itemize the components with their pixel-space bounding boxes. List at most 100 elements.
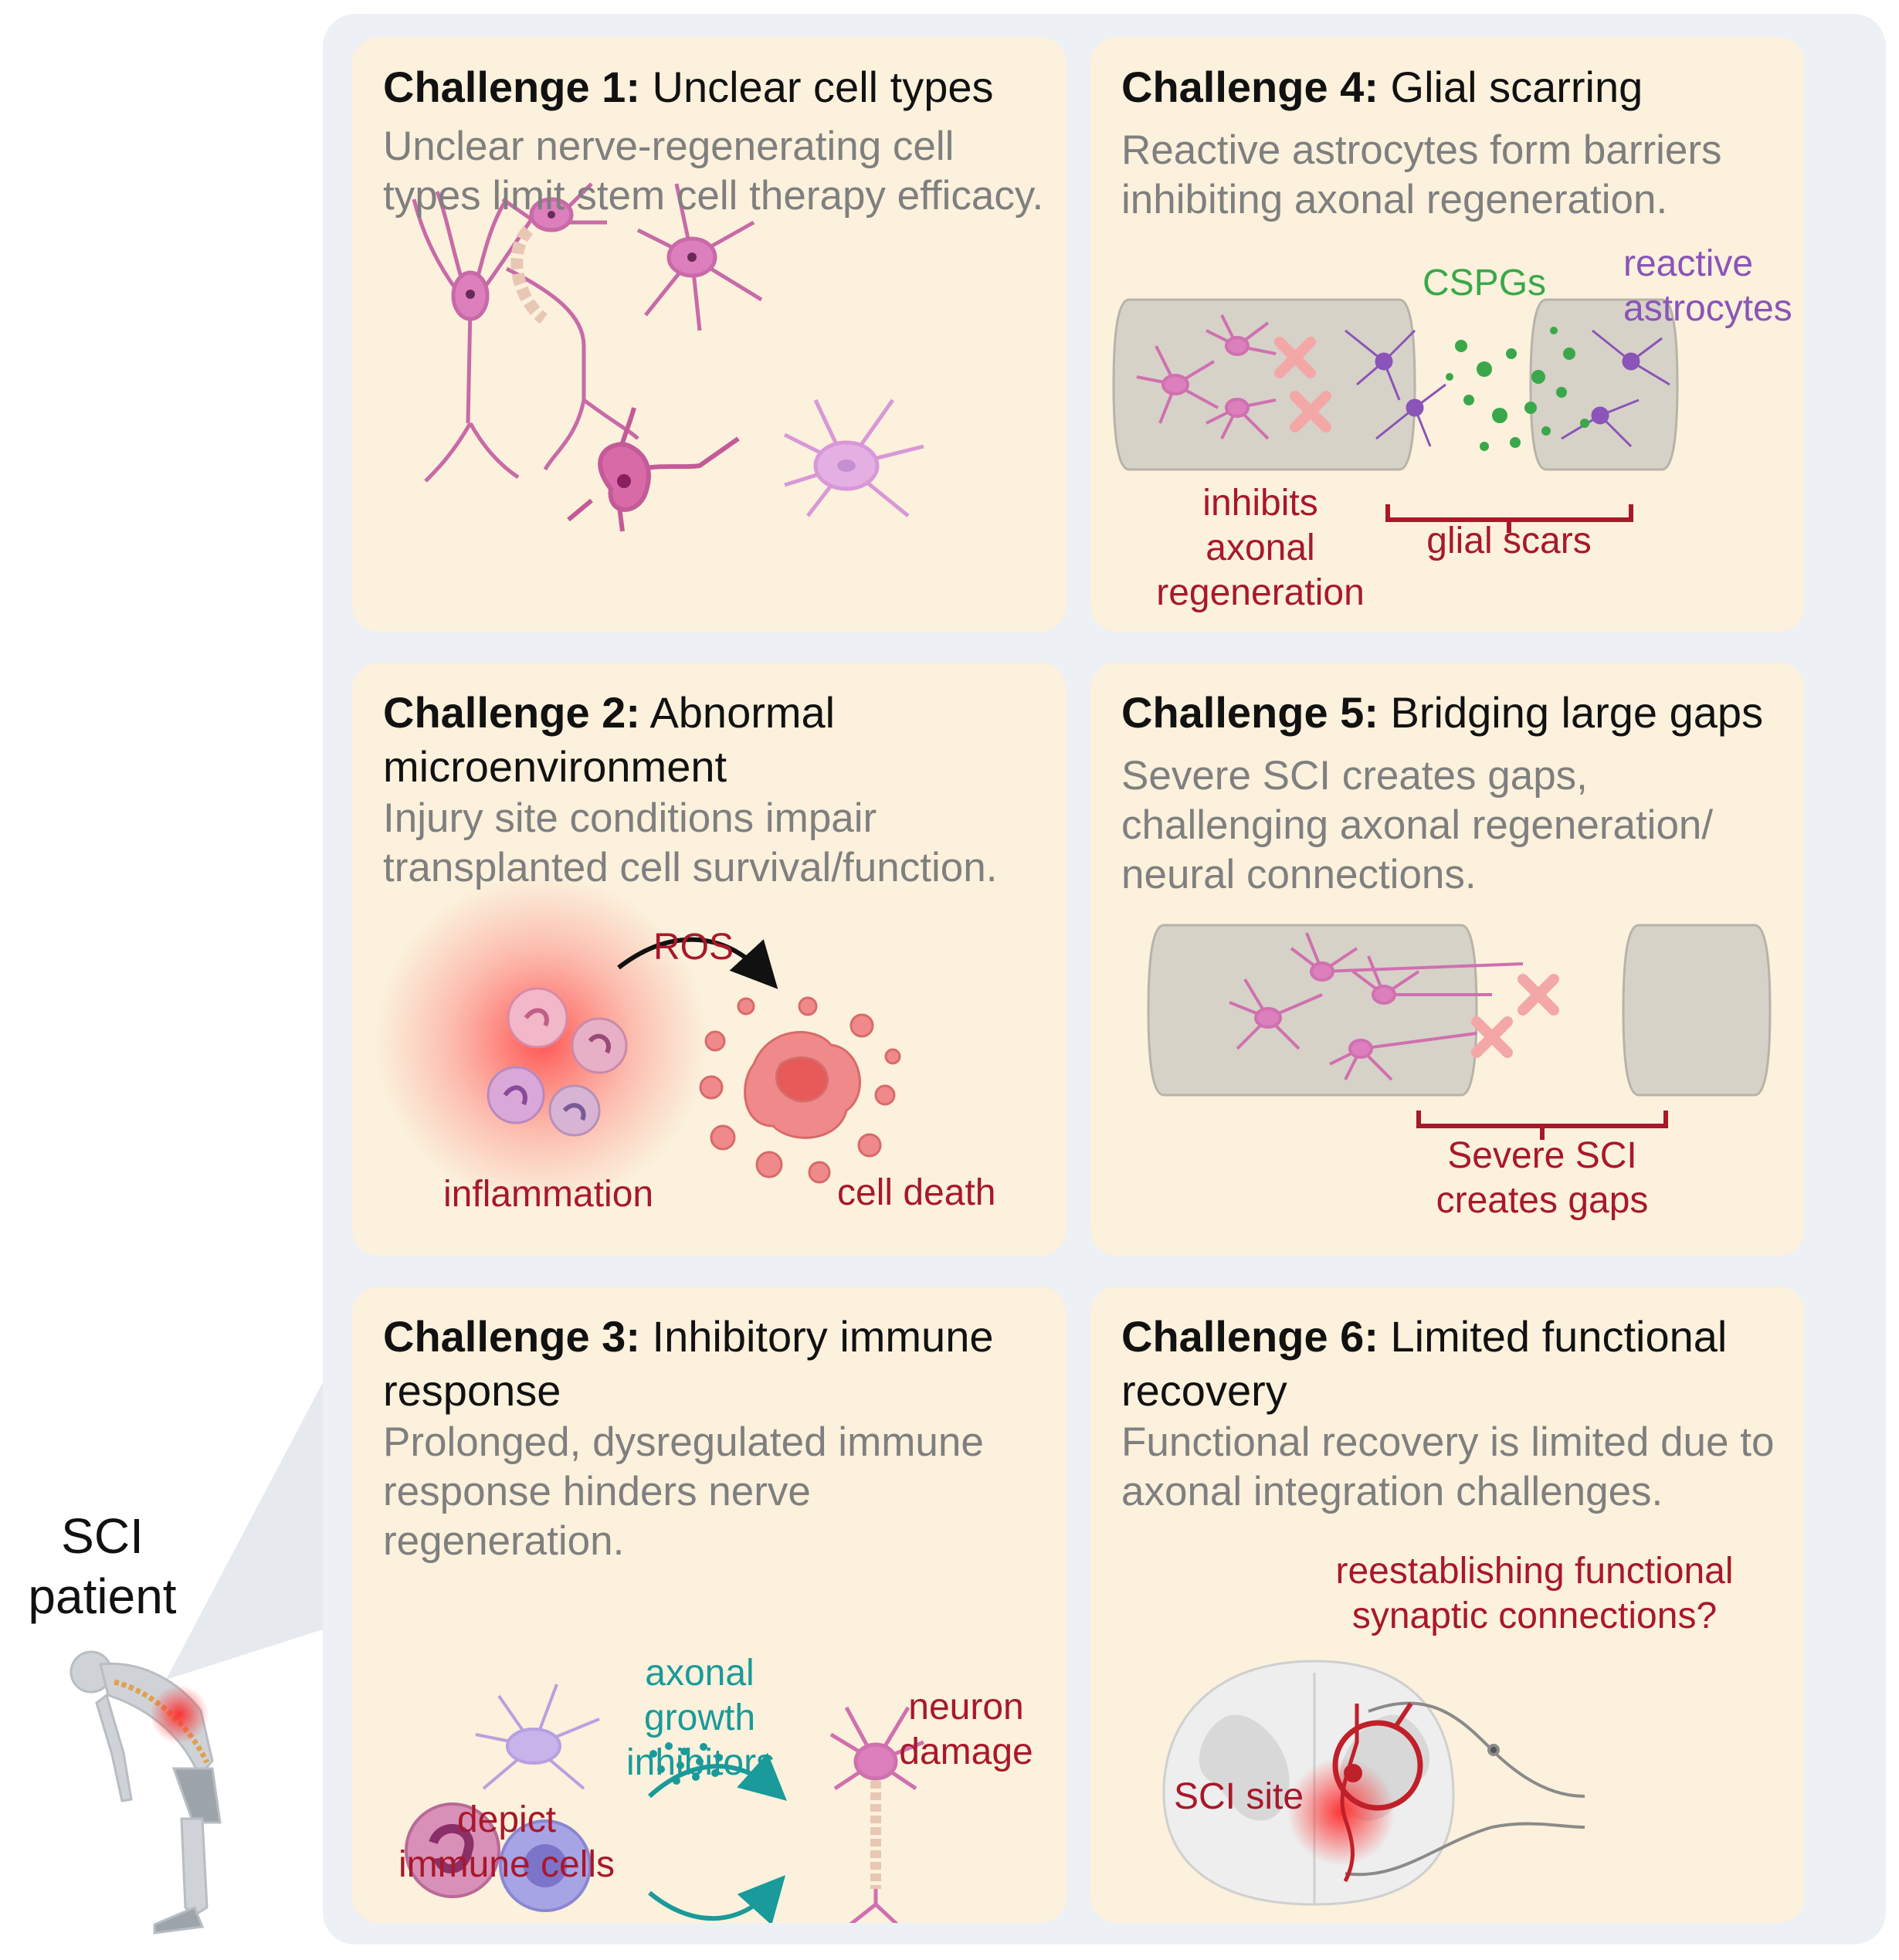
challenge-description: Functional recovery is limited due to ax… xyxy=(1121,1419,1775,1514)
synapse-point xyxy=(1344,1764,1362,1782)
immune-cells-label: depict immune cells xyxy=(383,1798,630,1887)
patient-label-line1: SCI xyxy=(61,1508,144,1564)
label-line: astrocytes xyxy=(1623,288,1792,329)
challenge-prefix: Challenge 2: xyxy=(383,688,640,737)
challenge-prefix: Challenge 1: xyxy=(383,63,640,111)
label-line: immune cells xyxy=(398,1844,615,1885)
label-line: creates gaps xyxy=(1436,1180,1649,1221)
challenge-description: Severe SCI creates gaps, challenging axo… xyxy=(1121,753,1714,897)
large-gap-illustration xyxy=(1147,924,1772,1140)
challenge-description: Unclear nerve-regenerating cell types li… xyxy=(383,124,1044,219)
label-line: axonal xyxy=(1206,527,1315,568)
patient-label-line2: patient xyxy=(28,1568,177,1624)
callout-line xyxy=(1393,1702,1413,1728)
sci-site-label: SCI site xyxy=(1174,1776,1304,1817)
inhibits-regeneration-label: inhibits axonal regeneration xyxy=(1137,481,1384,615)
injury-glow xyxy=(150,1685,209,1744)
challenge-description: Reactive astrocytes form barriers inhibi… xyxy=(1121,127,1722,222)
ros-arrow xyxy=(617,937,778,989)
block-cross-icons xyxy=(1471,974,1559,1058)
damaged-neuron-icon xyxy=(829,1706,924,1923)
bipolar-neuron-icon xyxy=(412,191,540,483)
dying-cell-fragments xyxy=(699,996,901,1184)
regenerating-neurons xyxy=(1229,932,1524,1081)
label-line: regeneration xyxy=(1156,572,1365,613)
zoom-wedge xyxy=(166,1382,323,1680)
pyramidal-neuron-icon xyxy=(567,407,740,532)
glial-scars-label: glial scars xyxy=(1426,521,1592,561)
label-line: inhibitors xyxy=(626,1742,775,1783)
inhibitor-dots-top xyxy=(649,1742,723,1785)
nerve-fibers xyxy=(1345,1701,1585,1877)
label-line: reactive xyxy=(1623,243,1754,284)
microglia-cell-icon xyxy=(475,1684,600,1790)
spinal-cord-segments xyxy=(1147,924,1772,1097)
synaptic-connections-question-label: reestablishing functional synaptic conne… xyxy=(1284,1549,1785,1639)
severe-sci-gap-label: Severe SCI creates gaps xyxy=(1419,1134,1666,1223)
challenge-title-text: Inhibitory immune response xyxy=(383,1312,994,1415)
challenge-title-text: Limited functional recovery xyxy=(1121,1312,1728,1415)
label-line: depict xyxy=(456,1799,557,1840)
challenge-prefix: Challenge 6: xyxy=(1121,1312,1378,1361)
challenge-prefix: Challenge 5: xyxy=(1121,688,1378,737)
ros-label: ROS xyxy=(653,927,734,968)
red-axon-path xyxy=(1340,1704,1359,1883)
spinal-cord-segments xyxy=(1112,298,1679,471)
challenge-title: Challenge 6: Limited functional recovery xyxy=(1121,1310,1785,1418)
challenge-description: Injury site conditions impair transplant… xyxy=(383,795,998,890)
multipolar-neuron-icon xyxy=(636,183,763,331)
cspgs-label: CSPGs xyxy=(1423,263,1547,303)
inhibitor-arrow-top xyxy=(647,1752,787,1801)
glial-scar-bracket xyxy=(1385,504,1633,533)
lymphocyte-cell-icon xyxy=(499,1819,592,1912)
label-line: Severe SCI xyxy=(1447,1135,1637,1176)
synapse-highlight-circle xyxy=(1332,1720,1423,1811)
gap-bracket xyxy=(1416,1111,1668,1140)
challenge-card-2: Challenge 2: Abnormal microenvironment I… xyxy=(352,663,1066,1256)
challenge-prefix: Challenge 4: xyxy=(1121,63,1378,111)
immune-response-illustration xyxy=(405,1684,924,1923)
functional-recovery-illustration xyxy=(1162,1660,1585,1906)
challenge-card-6: Challenge 6: Limited functional recovery… xyxy=(1090,1287,1805,1923)
challenge-title: Challenge 5: Bridging large gaps xyxy=(1121,686,1785,740)
challenge-title: Challenge 2: Abnormal microenvironment xyxy=(383,686,1047,794)
challenge-card-5: Challenge 5: Bridging large gaps Severe … xyxy=(1090,663,1805,1256)
challenge-title-text: Glial scarring xyxy=(1390,63,1643,111)
reactive-astrocyte-cluster xyxy=(1345,329,1670,448)
label-line: neuron xyxy=(908,1687,1024,1728)
challenge-title-text: Unclear cell types xyxy=(652,63,994,111)
challenge-card-1: Challenge 1: Unclear cell types Unclear … xyxy=(352,37,1066,632)
reactive-astrocytes-label: reactive astrocytes xyxy=(1623,242,1792,331)
glial-scarring-illustration xyxy=(1112,298,1679,533)
inflammation-label: inflammation xyxy=(443,1174,654,1215)
challenge-title: Challenge 3: Inhibitory immune response xyxy=(383,1310,1047,1418)
challenge-title-text: Abnormal microenvironment xyxy=(383,688,836,791)
axonal-growth-inhibitors-label: axonal growth inhibitors xyxy=(626,1651,775,1785)
label-line: reestablishing functional xyxy=(1335,1551,1734,1592)
myelinated-neuron-icon xyxy=(501,182,639,471)
cell-death-label: cell death xyxy=(837,1172,996,1213)
challenge-prefix: Challenge 3: xyxy=(383,1312,640,1361)
challenge-card-3: Challenge 3: Inhibitory immune response … xyxy=(352,1287,1066,1923)
label-line: damage xyxy=(899,1731,1033,1772)
cspg-particles xyxy=(1446,327,1589,451)
patient-label: SCI patient xyxy=(8,1506,197,1626)
challenge-description: Prolonged, dysregulated immune response … xyxy=(383,1419,984,1564)
challenge-title: Challenge 4: Glial scarring xyxy=(1121,60,1785,114)
block-cross-icons xyxy=(1274,337,1331,432)
immune-cells-cluster xyxy=(487,987,628,1137)
astrocyte-cell-icon xyxy=(783,398,924,517)
challenge-card-4: Challenge 4: Glial scarring Reactive ast… xyxy=(1090,37,1805,632)
microenvironment-illustration xyxy=(375,875,901,1207)
regenerating-neurons xyxy=(1136,314,1277,440)
neuron-cell-types-illustration xyxy=(412,182,924,532)
patient-illustration xyxy=(70,1382,323,1935)
label-line: axonal xyxy=(645,1653,755,1694)
challenge-title: Challenge 1: Unclear cell types xyxy=(383,60,1047,114)
inhibitor-arrow-bottom xyxy=(648,1875,786,1923)
label-line: synaptic connections? xyxy=(1351,1595,1718,1636)
neuron-damage-label: neuron damage xyxy=(893,1685,1039,1775)
label-line: inhibits xyxy=(1202,483,1318,524)
macrophage-cell-icon xyxy=(405,1802,500,1898)
label-line: growth xyxy=(643,1697,756,1738)
